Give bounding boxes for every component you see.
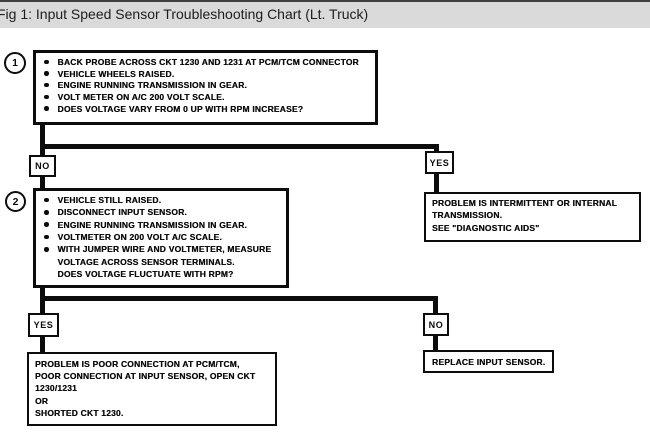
result-line: OR [35, 395, 49, 406]
step2-box: VEHICLE STILL RAISED. DISCONNECT INPUT S… [33, 188, 289, 288]
result-line: 1230/1231 [35, 383, 77, 394]
connector-yes2-to-result [40, 335, 45, 354]
step-marker-1: 1 [4, 52, 26, 74]
step-marker-2: 2 [5, 191, 26, 212]
step-marker-1-number: 1 [12, 57, 18, 69]
step2-item-continuation: VOLTAGE ACROSS SENSOR TERMINALS. [57, 256, 235, 267]
step2-item: WITH JUMPER WIRE AND VOLTMETER, MEASURE [36, 243, 286, 255]
result-line: POOR CONNECTION AT INPUT SENSOR, OPEN CK… [35, 371, 256, 382]
step-marker-2-number: 2 [12, 195, 19, 208]
bullet-icon [44, 247, 49, 252]
bullet-icon [44, 197, 49, 203]
step2-item-continuation: DOES VOLTAGE FLUCTUATE WITH RPM? [57, 268, 234, 279]
connector-branch2-no-drop [433, 296, 438, 315]
connector-yes1-to-result [434, 172, 439, 194]
result-line: SEE "DIAGNOSTIC AIDS" [432, 222, 540, 233]
step2-item: ENGINE RUNNING TRANSMISSION IN GEAR. [36, 219, 286, 231]
bullet-icon [44, 106, 49, 111]
bullet-icon [44, 210, 49, 215]
bullet-icon [44, 234, 49, 240]
result-line: PROBLEM IS POOR CONNECTION AT PCM/TCM, [35, 359, 240, 370]
connector-no1-to-step2 [40, 176, 45, 190]
bullet-icon [44, 59, 49, 65]
figure-title: Fig 1: Input Speed Sensor Troubleshootin… [0, 6, 369, 22]
yes1-result-box: PROBLEM IS INTERMITTENT OR INTERNAL TRAN… [424, 192, 641, 242]
step1-item: DOES VOLTAGE VARY FROM 0 UP WITH RPM INC… [36, 103, 375, 115]
result-line: SHORTED CKT 1230. [35, 407, 124, 418]
no2-result-box: REPLACE INPUT SENSOR. [423, 350, 554, 373]
branch1-no-label: NO [29, 155, 56, 177]
bullet-icon [44, 222, 49, 227]
connector-no2-to-result [433, 333, 438, 352]
branch2-no-label: NO [423, 313, 449, 336]
step1-item: VOLT METER ON A/C 200 VOLT SCALE. [36, 91, 375, 103]
step2-item: VEHICLE STILL RAISED. [36, 194, 286, 206]
connector-branch1-horizontal [40, 144, 439, 149]
connector-branch2-horizontal [40, 296, 438, 301]
connector-branch1-yes-drop [434, 144, 439, 153]
bullet-icon [44, 82, 49, 88]
result-line: PROBLEM IS INTERMITTENT OR INTERNAL [432, 198, 618, 209]
step2-item: VOLTMETER ON 200 VOLT A/C SCALE. [36, 231, 286, 243]
branch2-yes-label: YES [28, 313, 59, 337]
bullet-icon [44, 71, 49, 76]
bullet-icon [44, 94, 49, 100]
step2-item: DISCONNECT INPUT SENSOR. [36, 206, 286, 218]
step1-item: ENGINE RUNNING TRANSMISSION IN GEAR. [36, 79, 375, 91]
yes2-result-box: PROBLEM IS POOR CONNECTION AT PCM/TCM, P… [27, 352, 277, 426]
step1-item: VEHICLE WHEELS RAISED. [36, 68, 375, 80]
connector-step1-down [40, 124, 45, 157]
branch1-yes-label: YES [425, 151, 454, 174]
step1-box: BACK PROBE ACROSS CKT 1230 AND 1231 AT P… [33, 50, 378, 125]
result-line: TRANSMISSION. [432, 210, 503, 221]
step1-item: BACK PROBE ACROSS CKT 1230 AND 1231 AT P… [36, 56, 375, 68]
window-title-bar: Fig 1: Input Speed Sensor Troubleshootin… [0, 0, 650, 28]
